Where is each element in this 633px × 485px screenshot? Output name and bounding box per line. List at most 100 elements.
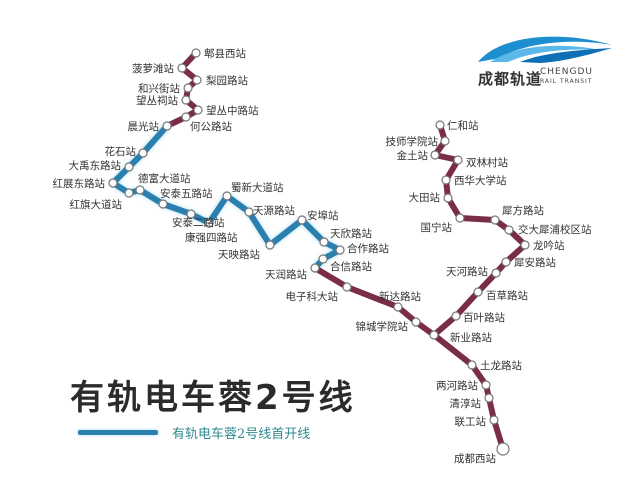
station-label: 郫县西站	[204, 47, 246, 60]
station-marker[interactable]	[335, 245, 345, 255]
station-marker[interactable]	[265, 240, 275, 250]
station-marker[interactable]	[435, 120, 445, 130]
station-marker[interactable]	[501, 257, 511, 267]
station-label: 国宁站	[421, 221, 453, 234]
station-label: 望丛祠站	[136, 94, 178, 107]
station-marker[interactable]	[429, 330, 439, 340]
page-title: 有轨电车蓉2号线	[70, 378, 356, 418]
station-label: 犀方路站	[502, 204, 544, 217]
station-label: 红旗大道站	[70, 198, 123, 211]
station-label: 天映路站	[218, 248, 260, 261]
station-marker[interactable]	[443, 193, 453, 203]
station-label: 电子科大站	[286, 290, 339, 303]
station-marker[interactable]	[177, 63, 187, 73]
station-label: 合信路站	[330, 260, 372, 273]
station-label: 康强四路站	[185, 231, 238, 244]
station-label: 梨园路站	[206, 74, 248, 87]
station-label: 天源路站	[253, 204, 295, 217]
station-label: 大禹东路站	[69, 159, 122, 172]
station-marker[interactable]	[124, 188, 134, 198]
station-label: 西华大学站	[454, 174, 507, 187]
station-label: 安泰二路站	[172, 216, 225, 229]
logo-chinese-text: 成都轨道	[478, 70, 543, 88]
station-marker[interactable]	[319, 237, 329, 247]
station-marker[interactable]	[467, 360, 477, 370]
station-label: 金土站	[397, 149, 429, 162]
line-segment-south-branch	[431, 332, 506, 452]
station-marker[interactable]	[440, 136, 450, 146]
station-marker[interactable]	[473, 287, 483, 297]
station-marker[interactable]	[491, 268, 501, 278]
station-marker[interactable]	[496, 442, 510, 456]
legend-line-swatch	[78, 430, 158, 435]
station-marker[interactable]	[181, 112, 191, 122]
station-marker[interactable]	[342, 282, 352, 292]
station-marker[interactable]	[135, 185, 145, 195]
station-marker[interactable]	[297, 215, 307, 225]
station-label: 技师学院站	[386, 135, 439, 148]
station-marker[interactable]	[430, 150, 440, 160]
station-label: 花石站	[105, 145, 137, 158]
station-marker[interactable]	[158, 199, 168, 209]
station-marker[interactable]	[186, 209, 196, 219]
station-label: 龙吟站	[533, 239, 565, 252]
station-marker[interactable]	[204, 218, 214, 228]
station-label: 百草路站	[486, 289, 528, 302]
logo-swoosh	[478, 36, 612, 63]
station-marker[interactable]	[124, 162, 134, 172]
station-marker[interactable]	[222, 191, 232, 201]
station-label: 新达路站	[379, 290, 421, 303]
station-label: 联工站	[455, 415, 487, 428]
station-label: 成都西站	[454, 452, 496, 465]
station-marker[interactable]	[484, 393, 494, 403]
station-marker[interactable]	[108, 178, 118, 188]
station-label: 蜀新大道站	[231, 181, 284, 194]
station-marker[interactable]	[481, 380, 491, 390]
station-label: 天欣路站	[330, 227, 372, 240]
station-marker[interactable]	[138, 148, 148, 158]
station-marker[interactable]	[393, 302, 403, 312]
legend-label: 有轨电车蓉2号线首开线	[172, 427, 311, 442]
station-marker[interactable]	[453, 155, 463, 165]
station-label: 德富大道站	[138, 172, 191, 185]
station-label: 交大犀浦校区站	[518, 223, 592, 236]
station-marker[interactable]	[489, 415, 499, 425]
station-marker[interactable]	[441, 175, 451, 185]
station-marker[interactable]	[244, 207, 254, 217]
station-marker[interactable]	[191, 48, 201, 58]
station-label: 大田站	[409, 191, 441, 204]
station-marker[interactable]	[520, 240, 530, 250]
station-marker[interactable]	[455, 213, 465, 223]
station-marker[interactable]	[451, 311, 461, 321]
station-label: 菠萝滩站	[132, 62, 174, 75]
station-marker[interactable]	[181, 95, 191, 105]
station-label: 安埠站	[307, 209, 339, 222]
station-marker[interactable]	[504, 225, 514, 235]
station-label: 仁和站	[447, 119, 479, 132]
station-label: 犀安路站	[514, 256, 556, 269]
station-label: 新业路站	[450, 331, 492, 344]
logo-english-line2: RAIL TRANSIT	[540, 78, 593, 85]
station-marker[interactable]	[310, 263, 320, 273]
station-label: 清淳站	[450, 397, 482, 410]
station-marker[interactable]	[411, 317, 421, 327]
station-label: 安泰五路站	[160, 187, 213, 200]
station-marker[interactable]	[162, 121, 172, 131]
logo-english-line1: CHENGDU	[540, 67, 593, 77]
station-label: 和兴街站	[138, 82, 180, 95]
station-marker[interactable]	[318, 254, 328, 264]
station-label: 天润路站	[265, 268, 307, 281]
station-marker[interactable]	[183, 83, 193, 93]
station-label: 合作路站	[347, 242, 389, 255]
station-label: 天河路站	[446, 265, 488, 278]
station-label: 百叶路站	[463, 311, 505, 324]
station-label: 锦城学院站	[356, 320, 409, 333]
station-label: 望丛中路站	[206, 104, 259, 117]
station-marker[interactable]	[193, 105, 203, 115]
station-marker[interactable]	[490, 215, 500, 225]
station-label: 土龙路站	[480, 359, 522, 372]
station-label: 晨光站	[128, 120, 160, 133]
station-marker[interactable]	[192, 75, 202, 85]
station-label: 两河路站	[436, 379, 478, 392]
